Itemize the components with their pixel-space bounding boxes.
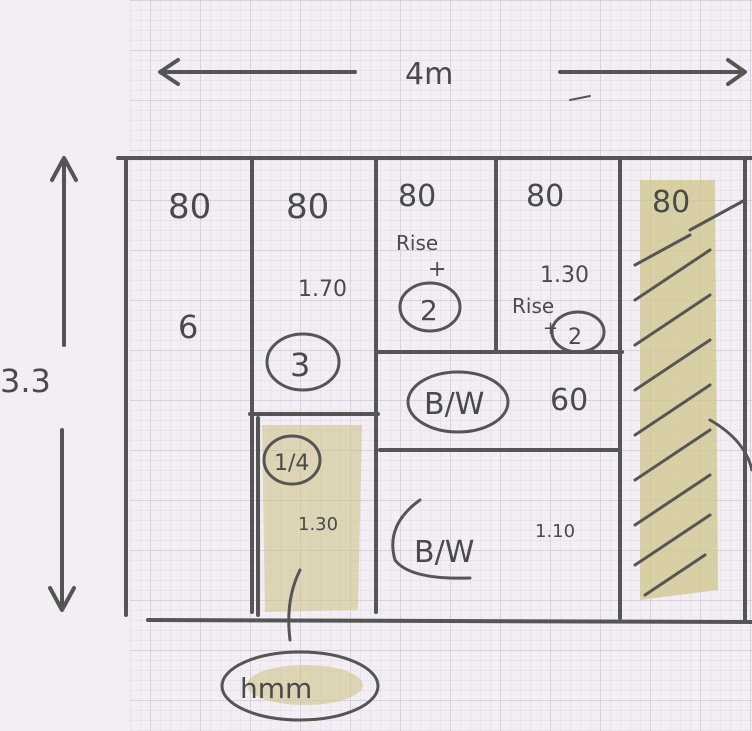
- leader-line: [287, 568, 302, 642]
- col1-width: 80: [168, 187, 211, 227]
- highlight-bottom-label: [247, 665, 363, 705]
- small-room-number: 1/4: [274, 451, 309, 476]
- bw-upper-label: B/W: [424, 387, 484, 422]
- left-dimension-arrow: [48, 156, 78, 612]
- col5-width: 80: [652, 185, 690, 220]
- bw-lower-value: 1.10: [535, 521, 575, 542]
- small-room-circle: [262, 434, 322, 486]
- col3-number: 2: [420, 294, 438, 327]
- col3-width: 80: [398, 179, 436, 214]
- hatch-lines: [633, 198, 752, 597]
- bw-lower-arc: [391, 498, 472, 580]
- stray-mark: [569, 95, 591, 101]
- bw-lower-label: B/W: [414, 535, 474, 570]
- col1-depth: 6: [178, 308, 198, 346]
- width-label: 4m: [405, 57, 453, 92]
- bw-upper-value: 60: [550, 383, 588, 418]
- col3-circle: [398, 281, 462, 333]
- col2-circle: [265, 332, 341, 392]
- bottom-label-circle: [220, 650, 380, 722]
- col4-width: 80: [526, 179, 564, 214]
- top-dimension-arrow: [158, 58, 747, 86]
- col3-note: Rise: [396, 231, 438, 255]
- highlight-small-room: [262, 425, 362, 612]
- col4-note: Rise: [512, 294, 554, 318]
- col2-depth: 1.70: [298, 277, 347, 302]
- col4-circle: [550, 310, 606, 354]
- col4-depth: 1.30: [540, 263, 589, 288]
- bw-upper-circle: [406, 370, 510, 434]
- col2-width: 80: [286, 187, 329, 227]
- col4-number: 2: [568, 325, 582, 350]
- col3-plus: +: [428, 257, 446, 282]
- small-room-value: 1.30: [298, 514, 338, 535]
- col2-number: 3: [290, 346, 310, 384]
- bottom-label: hmm: [240, 672, 312, 705]
- height-label: 3.3: [0, 362, 51, 400]
